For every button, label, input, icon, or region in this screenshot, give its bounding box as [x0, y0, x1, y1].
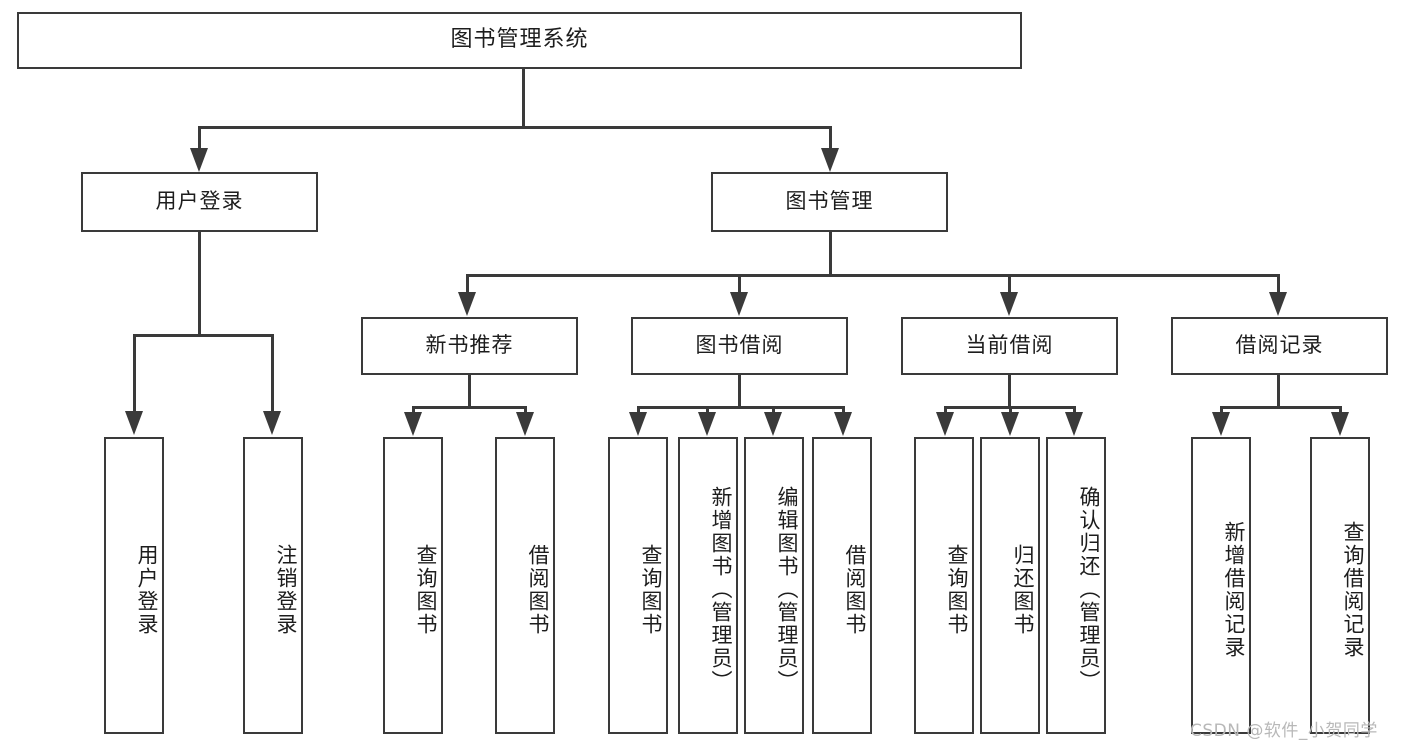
leaf-user-login[interactable]: 用户登录: [104, 437, 164, 734]
edge-user-login-stem: [198, 232, 201, 336]
node-label: 新增借阅记录: [1222, 520, 1246, 659]
edge-current-drop-1: [944, 406, 947, 415]
edge-borrow-drop-1: [637, 406, 640, 415]
node-label: 查询借阅记录: [1341, 520, 1365, 659]
leaf-return-book[interactable]: 归还图书: [980, 437, 1040, 734]
edge-root-to-book-mgmt: [829, 126, 832, 150]
node-label: 图书管理系统: [450, 27, 589, 53]
node-label: 查询图书: [414, 543, 438, 636]
leaf-query-book-current[interactable]: 查询图书: [914, 437, 974, 734]
edge-new-book-drop-1: [412, 406, 415, 415]
node-label: 新书推荐: [425, 333, 514, 358]
edge-new-book-bus: [412, 406, 527, 409]
arrow-to-record: [1269, 292, 1287, 316]
edge-current-drop-2: [1009, 406, 1012, 415]
node-label: 借阅图书: [843, 543, 867, 636]
node-label: 查询图书: [945, 543, 969, 636]
edge-new-book-stem: [468, 375, 471, 408]
arrow-to-current: [1000, 292, 1018, 316]
leaf-query-book-new[interactable]: 查询图书: [383, 437, 443, 734]
arrow-leaf-query-book-nb: [404, 412, 422, 436]
arrow-leaf-return-book: [1001, 412, 1019, 436]
arrow-leaf-query-book-bb: [629, 412, 647, 436]
node-label: 借阅记录: [1235, 333, 1324, 358]
arrow-leaf-add-record: [1212, 412, 1230, 436]
arrow-to-borrow: [730, 292, 748, 316]
edge-borrow-stem: [738, 375, 741, 408]
leaf-edit-book-admin[interactable]: 编辑图书（管理员）: [744, 437, 804, 734]
edge-new-book-drop-2: [524, 406, 527, 415]
edge-drop-new-book: [466, 274, 469, 294]
leaf-logout[interactable]: 注销登录: [243, 437, 303, 734]
edge-user-login-drop-2: [271, 334, 274, 413]
node-label: 新增图书（管理员）: [709, 486, 733, 693]
edge-borrow-drop-4: [842, 406, 845, 415]
arrow-leaf-add-book: [698, 412, 716, 436]
node-label: 确认归还（管理员）: [1077, 486, 1101, 693]
node-label: 编辑图书（管理员）: [775, 486, 799, 693]
node-label: 图书管理: [785, 189, 874, 214]
node-label: 图书借阅: [695, 333, 784, 358]
node-label: 当前借阅: [965, 333, 1054, 358]
edge-borrow-drop-2: [706, 406, 709, 415]
node-new-book-recommend[interactable]: 新书推荐: [361, 317, 578, 375]
node-book-borrow[interactable]: 图书借阅: [631, 317, 848, 375]
node-label: 借阅图书: [526, 543, 550, 636]
arrow-leaf-logout: [263, 411, 281, 435]
edge-user-login-drop-1: [133, 334, 136, 413]
node-current-borrow[interactable]: 当前借阅: [901, 317, 1118, 375]
leaf-borrow-book-new[interactable]: 借阅图书: [495, 437, 555, 734]
edge-current-drop-3: [1073, 406, 1076, 415]
node-label: 注销登录: [274, 543, 298, 636]
arrow-leaf-query-record: [1331, 412, 1349, 436]
edge-record-bus: [1220, 406, 1341, 409]
arrow-to-new-book: [458, 292, 476, 316]
edge-record-stem: [1277, 375, 1280, 408]
edge-record-drop-1: [1220, 406, 1223, 415]
node-label: 用户登录: [155, 189, 244, 214]
arrow-leaf-user-login: [125, 411, 143, 435]
arrow-to-user-login: [190, 148, 208, 172]
arrow-leaf-borrow-book-bb: [834, 412, 852, 436]
edge-book-mgmt-bus: [466, 274, 1280, 277]
arrow-leaf-query-book-cb: [936, 412, 954, 436]
leaf-query-book-borrow[interactable]: 查询图书: [608, 437, 668, 734]
leaf-borrow-book[interactable]: 借阅图书: [812, 437, 872, 734]
arrow-leaf-confirm-return: [1065, 412, 1083, 436]
node-root-system[interactable]: 图书管理系统: [17, 12, 1022, 69]
edge-drop-current: [1008, 274, 1011, 294]
edge-root-stem: [522, 69, 525, 128]
node-label: 查询图书: [639, 543, 663, 636]
arrow-leaf-borrow-book-nb: [516, 412, 534, 436]
edge-borrow-bus: [637, 406, 845, 409]
node-user-login[interactable]: 用户登录: [81, 172, 318, 232]
leaf-add-borrow-record[interactable]: 新增借阅记录: [1191, 437, 1251, 734]
arrow-to-book-mgmt: [821, 148, 839, 172]
edge-user-login-bus: [133, 334, 273, 337]
edge-current-stem: [1008, 375, 1011, 408]
node-label: 用户登录: [135, 543, 159, 636]
edge-drop-record: [1277, 274, 1280, 294]
node-book-management[interactable]: 图书管理: [711, 172, 948, 232]
leaf-add-book-admin[interactable]: 新增图书（管理员）: [678, 437, 738, 734]
edge-borrow-drop-3: [772, 406, 775, 415]
csdn-watermark: CSDN @软件_小贺同学: [1190, 721, 1378, 741]
edge-book-mgmt-stem: [829, 232, 832, 276]
leaf-query-borrow-record[interactable]: 查询借阅记录: [1310, 437, 1370, 734]
edge-drop-borrow: [738, 274, 741, 294]
leaf-confirm-return-admin[interactable]: 确认归还（管理员）: [1046, 437, 1106, 734]
edge-root-to-user-login: [198, 126, 201, 150]
node-borrow-record[interactable]: 借阅记录: [1171, 317, 1388, 375]
edge-root-bus: [198, 126, 832, 129]
edge-record-drop-2: [1339, 406, 1342, 415]
node-label: 归还图书: [1011, 543, 1035, 636]
arrow-leaf-edit-book: [764, 412, 782, 436]
